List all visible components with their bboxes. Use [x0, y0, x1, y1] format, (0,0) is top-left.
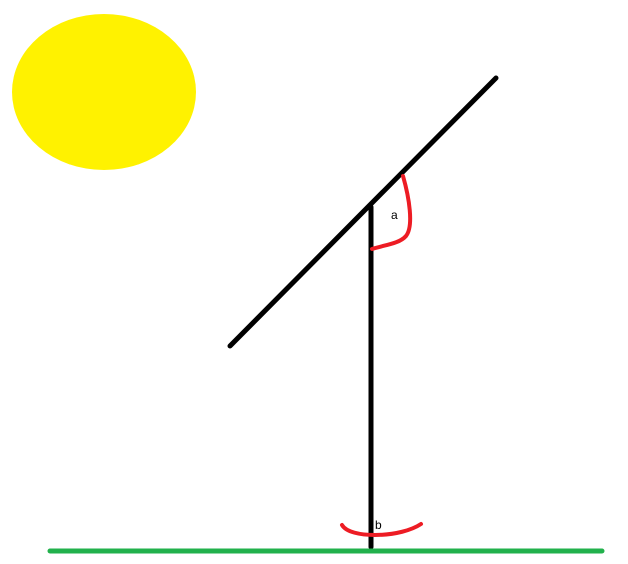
angle-b-label: b: [375, 518, 382, 532]
angle-a-arc: [370, 174, 413, 251]
tilted-panel-line: [227, 75, 499, 349]
sun: [12, 14, 196, 170]
angle-a-label: a: [391, 208, 398, 222]
angle-b-arc: [340, 522, 423, 538]
